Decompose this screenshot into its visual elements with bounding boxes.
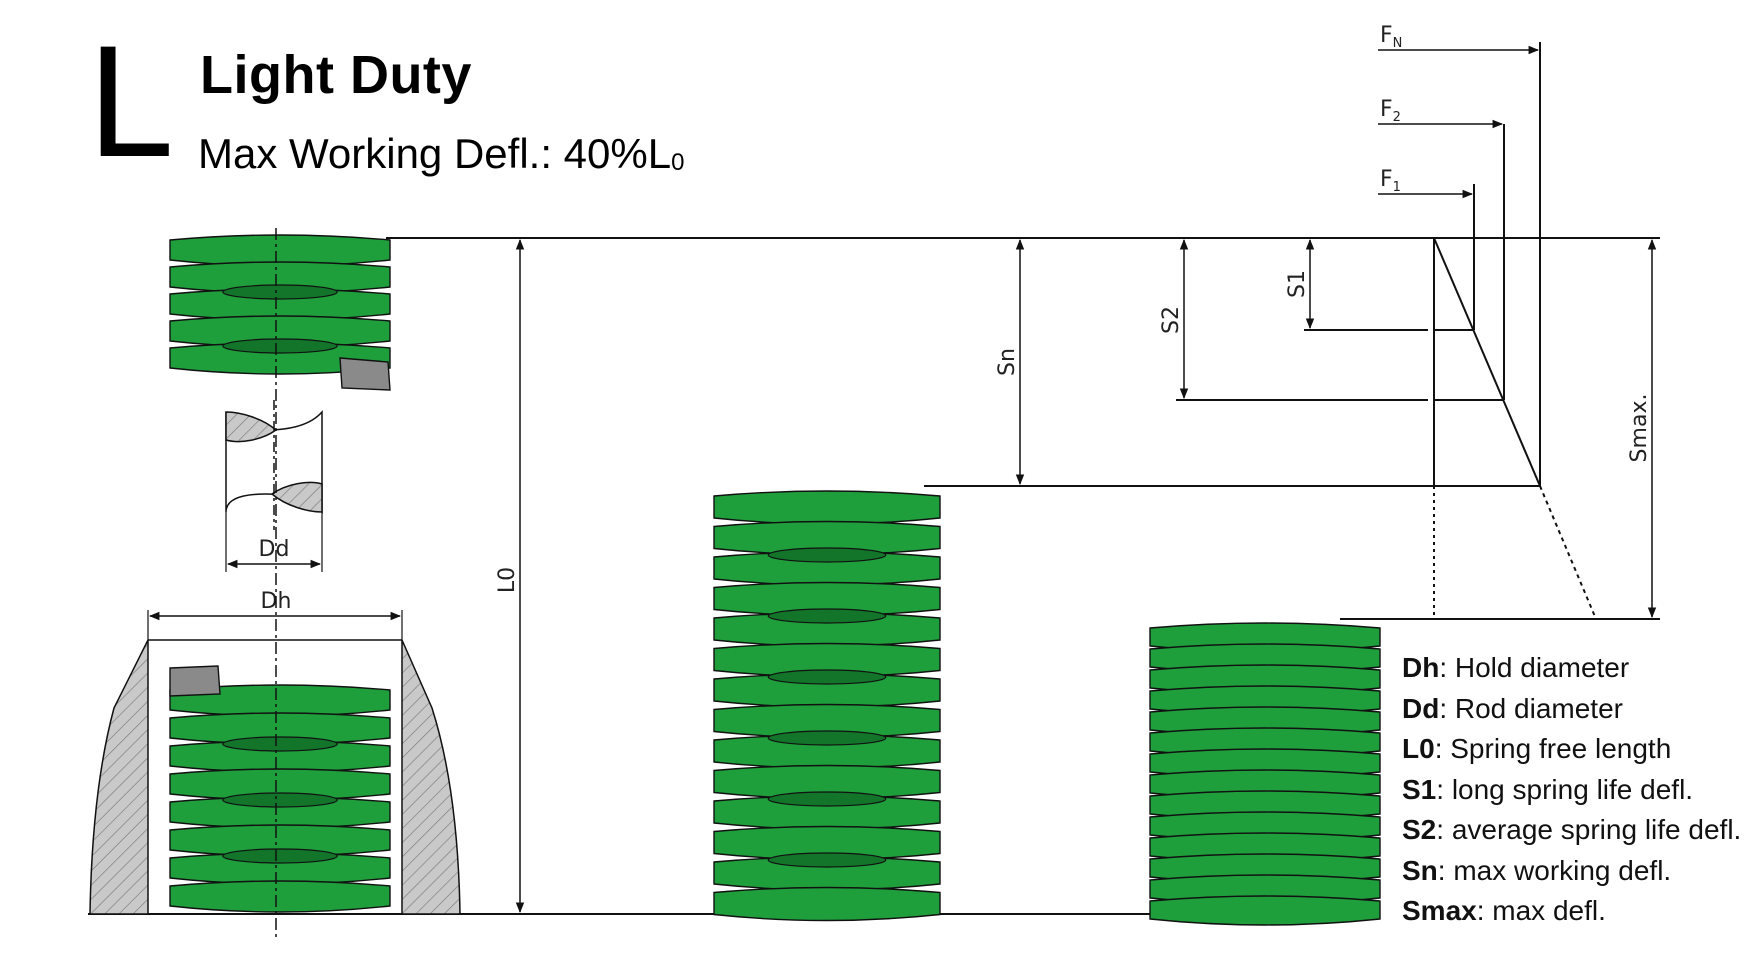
wire-cross-section — [169, 665, 221, 697]
fn-text: F — [1380, 23, 1393, 48]
f1-label: F1 — [1380, 167, 1401, 195]
legend-item: Smax: max defl. — [1402, 895, 1606, 926]
series-letter: L — [86, 18, 170, 192]
legend-item: S2: average spring life defl. — [1402, 814, 1742, 845]
coil-gap — [767, 730, 887, 746]
coil-gap — [767, 547, 887, 563]
page-title: Light Duty — [200, 45, 472, 105]
subtitle-subscript: 0 — [671, 149, 685, 176]
coil-gap — [767, 791, 887, 807]
legend-item: Dd: Rod diameter — [1402, 692, 1623, 724]
subtitle-text: Max Working Defl.: 40%L — [198, 130, 672, 177]
coil-gap — [222, 338, 338, 354]
hole-housing — [89, 610, 461, 915]
spring-compressed-sn — [713, 490, 941, 922]
legend-item: Sn: max working defl. — [1402, 854, 1672, 886]
wire-cross-section — [339, 357, 391, 391]
dimension-lines — [386, 42, 1660, 914]
spring-coil — [713, 886, 941, 922]
legend-item: L0: Spring free length — [1402, 733, 1672, 764]
fn-sub: N — [1393, 36, 1403, 51]
coil-gap — [767, 608, 887, 624]
svg-text:F2: F2 — [1380, 97, 1401, 125]
coil-gap — [767, 852, 887, 868]
spring-coil — [169, 880, 391, 913]
l0-label: L0 — [495, 567, 520, 593]
rod-section — [225, 400, 323, 572]
coil-gap — [222, 736, 338, 752]
svg-text:F1: F1 — [1380, 167, 1401, 195]
page-subtitle: Max Working Defl.: 40%L0 — [198, 130, 684, 178]
legend-item: Dh: Hold diameter — [1402, 652, 1630, 683]
spring-in-hole — [169, 665, 391, 913]
coil-gap — [222, 848, 338, 864]
spring-coil — [1149, 895, 1381, 926]
dd-label: Dd — [259, 537, 290, 562]
f2-label: F2 — [1380, 97, 1401, 125]
coil-gap — [222, 792, 338, 808]
s1-label: S1 — [1285, 270, 1310, 298]
spring-solid — [1149, 622, 1381, 926]
legend-item: S1: long spring life defl. — [1402, 773, 1694, 805]
free-spring-top — [169, 234, 391, 391]
smax-label: Smax. — [1627, 394, 1652, 463]
coil-gap — [222, 284, 338, 300]
fn-label: FN — [1380, 23, 1402, 51]
f1-sub: 1 — [1393, 180, 1401, 195]
s2-label: S2 — [1159, 306, 1184, 334]
f2-sub: 2 — [1393, 110, 1401, 125]
svg-text:FN: FN — [1380, 23, 1402, 51]
sn-label: Sn — [995, 348, 1020, 376]
f1-text: F — [1380, 167, 1393, 192]
spring-coil — [713, 490, 941, 525]
f2-text: F — [1380, 97, 1393, 122]
coil-gap — [767, 669, 887, 685]
legend: Dh: Hold diameter Dd: Rod diameter L0: S… — [1402, 648, 1741, 932]
